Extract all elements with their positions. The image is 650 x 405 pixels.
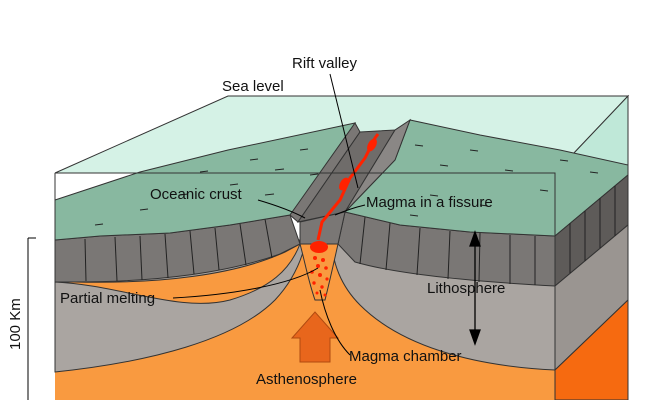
seafloor-dashes [94,144,599,226]
label-sea-level: Sea level [222,78,284,95]
label-oceanic-crust: Oceanic crust [150,186,243,203]
scale-bar [27,237,36,400]
leader-lines [172,73,366,356]
sea-water-front [54,172,556,240]
label-asthenosphere: Asthenosphere [256,371,357,388]
label-partial-melting: Partial melting [60,290,155,307]
label-magma-in-fissure: Magma in a fissure [366,194,493,211]
label-lithosphere: Lithosphere [427,280,505,297]
magma-blob-2 [367,138,377,152]
magma-fissure [316,133,380,241]
label-scale: 100 Km [7,298,24,350]
lithosphere-arrow [469,230,481,346]
magma-plume [299,237,339,301]
side-face-ticks [569,186,616,273]
magma-pool [310,241,328,253]
upwelling-arrow-icon [290,311,340,363]
label-rift-valley: Rift valley [292,55,358,72]
magma-blob-1 [339,177,349,191]
crust-ticks [84,216,536,285]
rift-wall-right [344,118,412,213]
label-magma-chamber: Magma chamber [349,348,462,365]
